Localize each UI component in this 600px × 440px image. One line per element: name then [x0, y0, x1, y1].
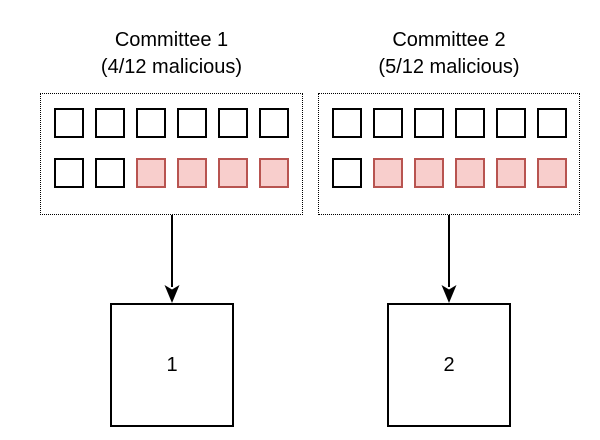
down-arrow — [164, 215, 180, 303]
honest-member-square — [331, 158, 362, 188]
malicious-member-square — [413, 158, 444, 188]
committee-title-line: Committee 1 — [114, 29, 229, 51]
committee-subtitle-line: (4/12 malicious) — [100, 56, 243, 78]
honest-member-square — [259, 108, 289, 138]
malicious-member-square — [454, 158, 485, 188]
committee-1-title: Committee 1 (4/12 malicious) — [40, 27, 303, 81]
committee-title-line: Committee 2 — [392, 29, 506, 51]
honest-member-square — [95, 158, 125, 188]
member-row — [319, 108, 579, 138]
honest-member-square — [372, 108, 403, 138]
honest-member-square — [54, 108, 84, 138]
honest-member-square — [177, 108, 207, 138]
malicious-member-square — [259, 158, 289, 188]
malicious-member-square — [218, 158, 248, 188]
committee-2-members-box — [318, 93, 580, 215]
output-node-1: 1 — [110, 303, 234, 427]
honest-member-square — [536, 108, 567, 138]
output-node-2: 2 — [387, 303, 511, 427]
honest-member-square — [495, 108, 526, 138]
honest-member-square — [136, 108, 166, 138]
malicious-member-square — [495, 158, 526, 188]
member-row — [41, 158, 302, 188]
honest-member-square — [54, 158, 84, 188]
member-row — [41, 108, 302, 138]
honest-member-square — [413, 108, 444, 138]
committee-2-title: Committee 2 (5/12 malicious) — [318, 27, 580, 81]
member-row — [319, 158, 579, 188]
honest-member-square — [331, 108, 362, 138]
malicious-member-square — [136, 158, 166, 188]
committee-1-members-box — [40, 93, 303, 215]
down-arrow — [441, 215, 457, 303]
malicious-member-square — [372, 158, 403, 188]
committee-subtitle-line: (5/12 malicious) — [378, 56, 520, 78]
honest-member-square — [454, 108, 485, 138]
malicious-member-square — [536, 158, 567, 188]
honest-member-square — [95, 108, 125, 138]
honest-member-square — [218, 108, 248, 138]
malicious-member-square — [177, 158, 207, 188]
